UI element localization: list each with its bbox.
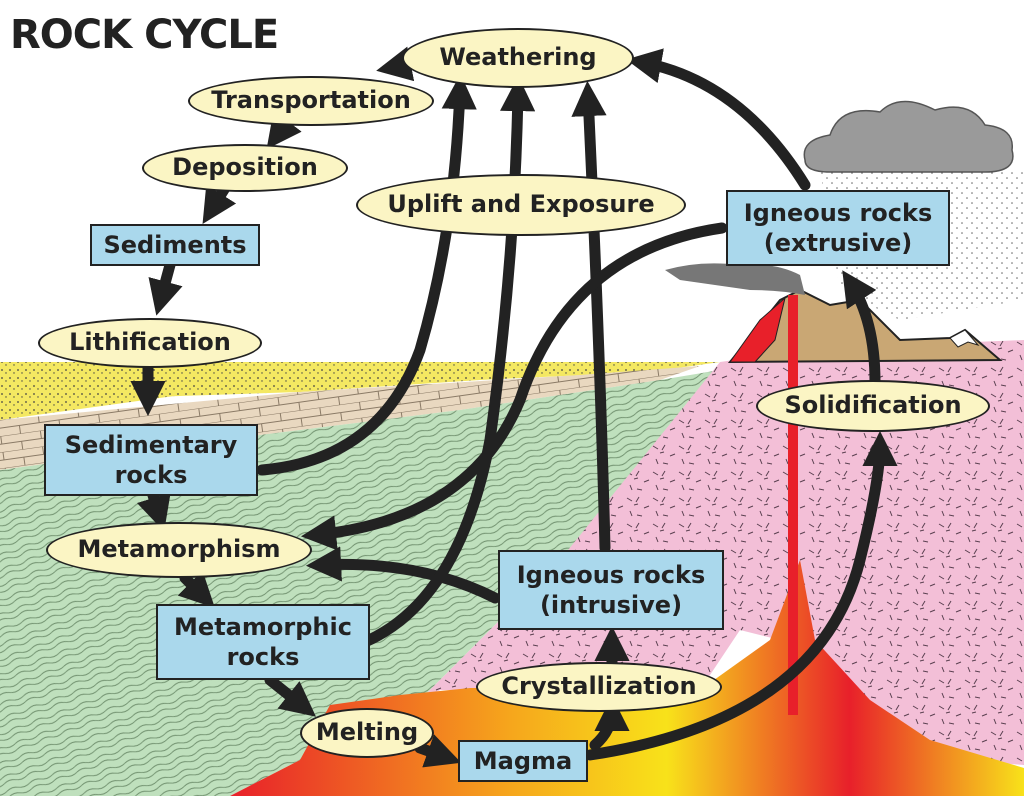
arrow-magma-to-solidification	[584, 430, 898, 761]
process-melting: Melting	[300, 708, 434, 758]
rock-igneous-extrusive-line2: (extrusive)	[763, 229, 913, 257]
process-uplift-and-exposure: Uplift and Exposure	[356, 174, 686, 236]
rock-igneous-extrusive-line1: Igneous rocks	[743, 199, 933, 227]
rock-metamorphic-line2: rocks	[226, 643, 300, 671]
arrow-metamorphism-to-metamorphic	[177, 570, 215, 608]
rock-igneous-intrusive-line1: Igneous rocks	[516, 561, 706, 589]
cloud	[803, 100, 1014, 173]
arrow-metamorphic-to-melting	[264, 674, 316, 717]
arrow-solidification-to-extrusive	[842, 270, 881, 388]
process-weathering: Weathering	[402, 28, 634, 88]
arrow-sedimentary-to-metamorphism	[136, 486, 171, 532]
arrow-magma-to-crystallization	[589, 695, 630, 751]
rock-igneous-intrusive: Igneous rocks(intrusive)	[498, 550, 724, 630]
process-lithification: Lithification	[38, 318, 262, 368]
process-solidification: Solidification	[756, 380, 990, 432]
rock-sedimentary-line2: rocks	[114, 461, 188, 489]
rock-sedimentary-line1: Sedimentary	[64, 431, 238, 459]
volcano-vent	[788, 295, 798, 715]
snow-cap	[949, 329, 980, 348]
cycle-arrows	[130, 46, 898, 768]
process-crystallization: Crystallization	[476, 662, 722, 712]
process-deposition: Deposition	[142, 144, 348, 192]
arrow-intrusive-to-weathering	[571, 80, 611, 554]
arrow-extrusive-to-metamorphism	[300, 222, 728, 551]
arrow-intrusive-to-metamorphism	[305, 546, 501, 604]
sand-layer-lower	[0, 362, 420, 420]
rock-magma: Magma	[458, 740, 588, 782]
volcanic-ash	[665, 263, 805, 295]
process-metamorphism: Metamorphism	[46, 522, 312, 578]
arrow-sedimentary-to-weathering	[256, 73, 477, 476]
arrow-deposition-to-sediments	[202, 182, 237, 224]
arrow-extrusive-to-weathering	[626, 48, 811, 191]
arrow-sediments-to-lithification	[148, 259, 183, 316]
arrow-melting-to-magma	[414, 734, 462, 768]
process-transportation: Transportation	[188, 76, 434, 126]
rock-metamorphic-line1: Metamorphic	[174, 613, 352, 641]
rock-igneous-extrusive: Igneous rocks(extrusive)	[726, 190, 950, 266]
rock-sediments: Sediments	[90, 224, 260, 266]
lava-flow	[729, 296, 786, 363]
diagram-title: ROCK CYCLE	[10, 12, 279, 58]
rock-igneous-intrusive-line2: (intrusive)	[539, 591, 683, 619]
